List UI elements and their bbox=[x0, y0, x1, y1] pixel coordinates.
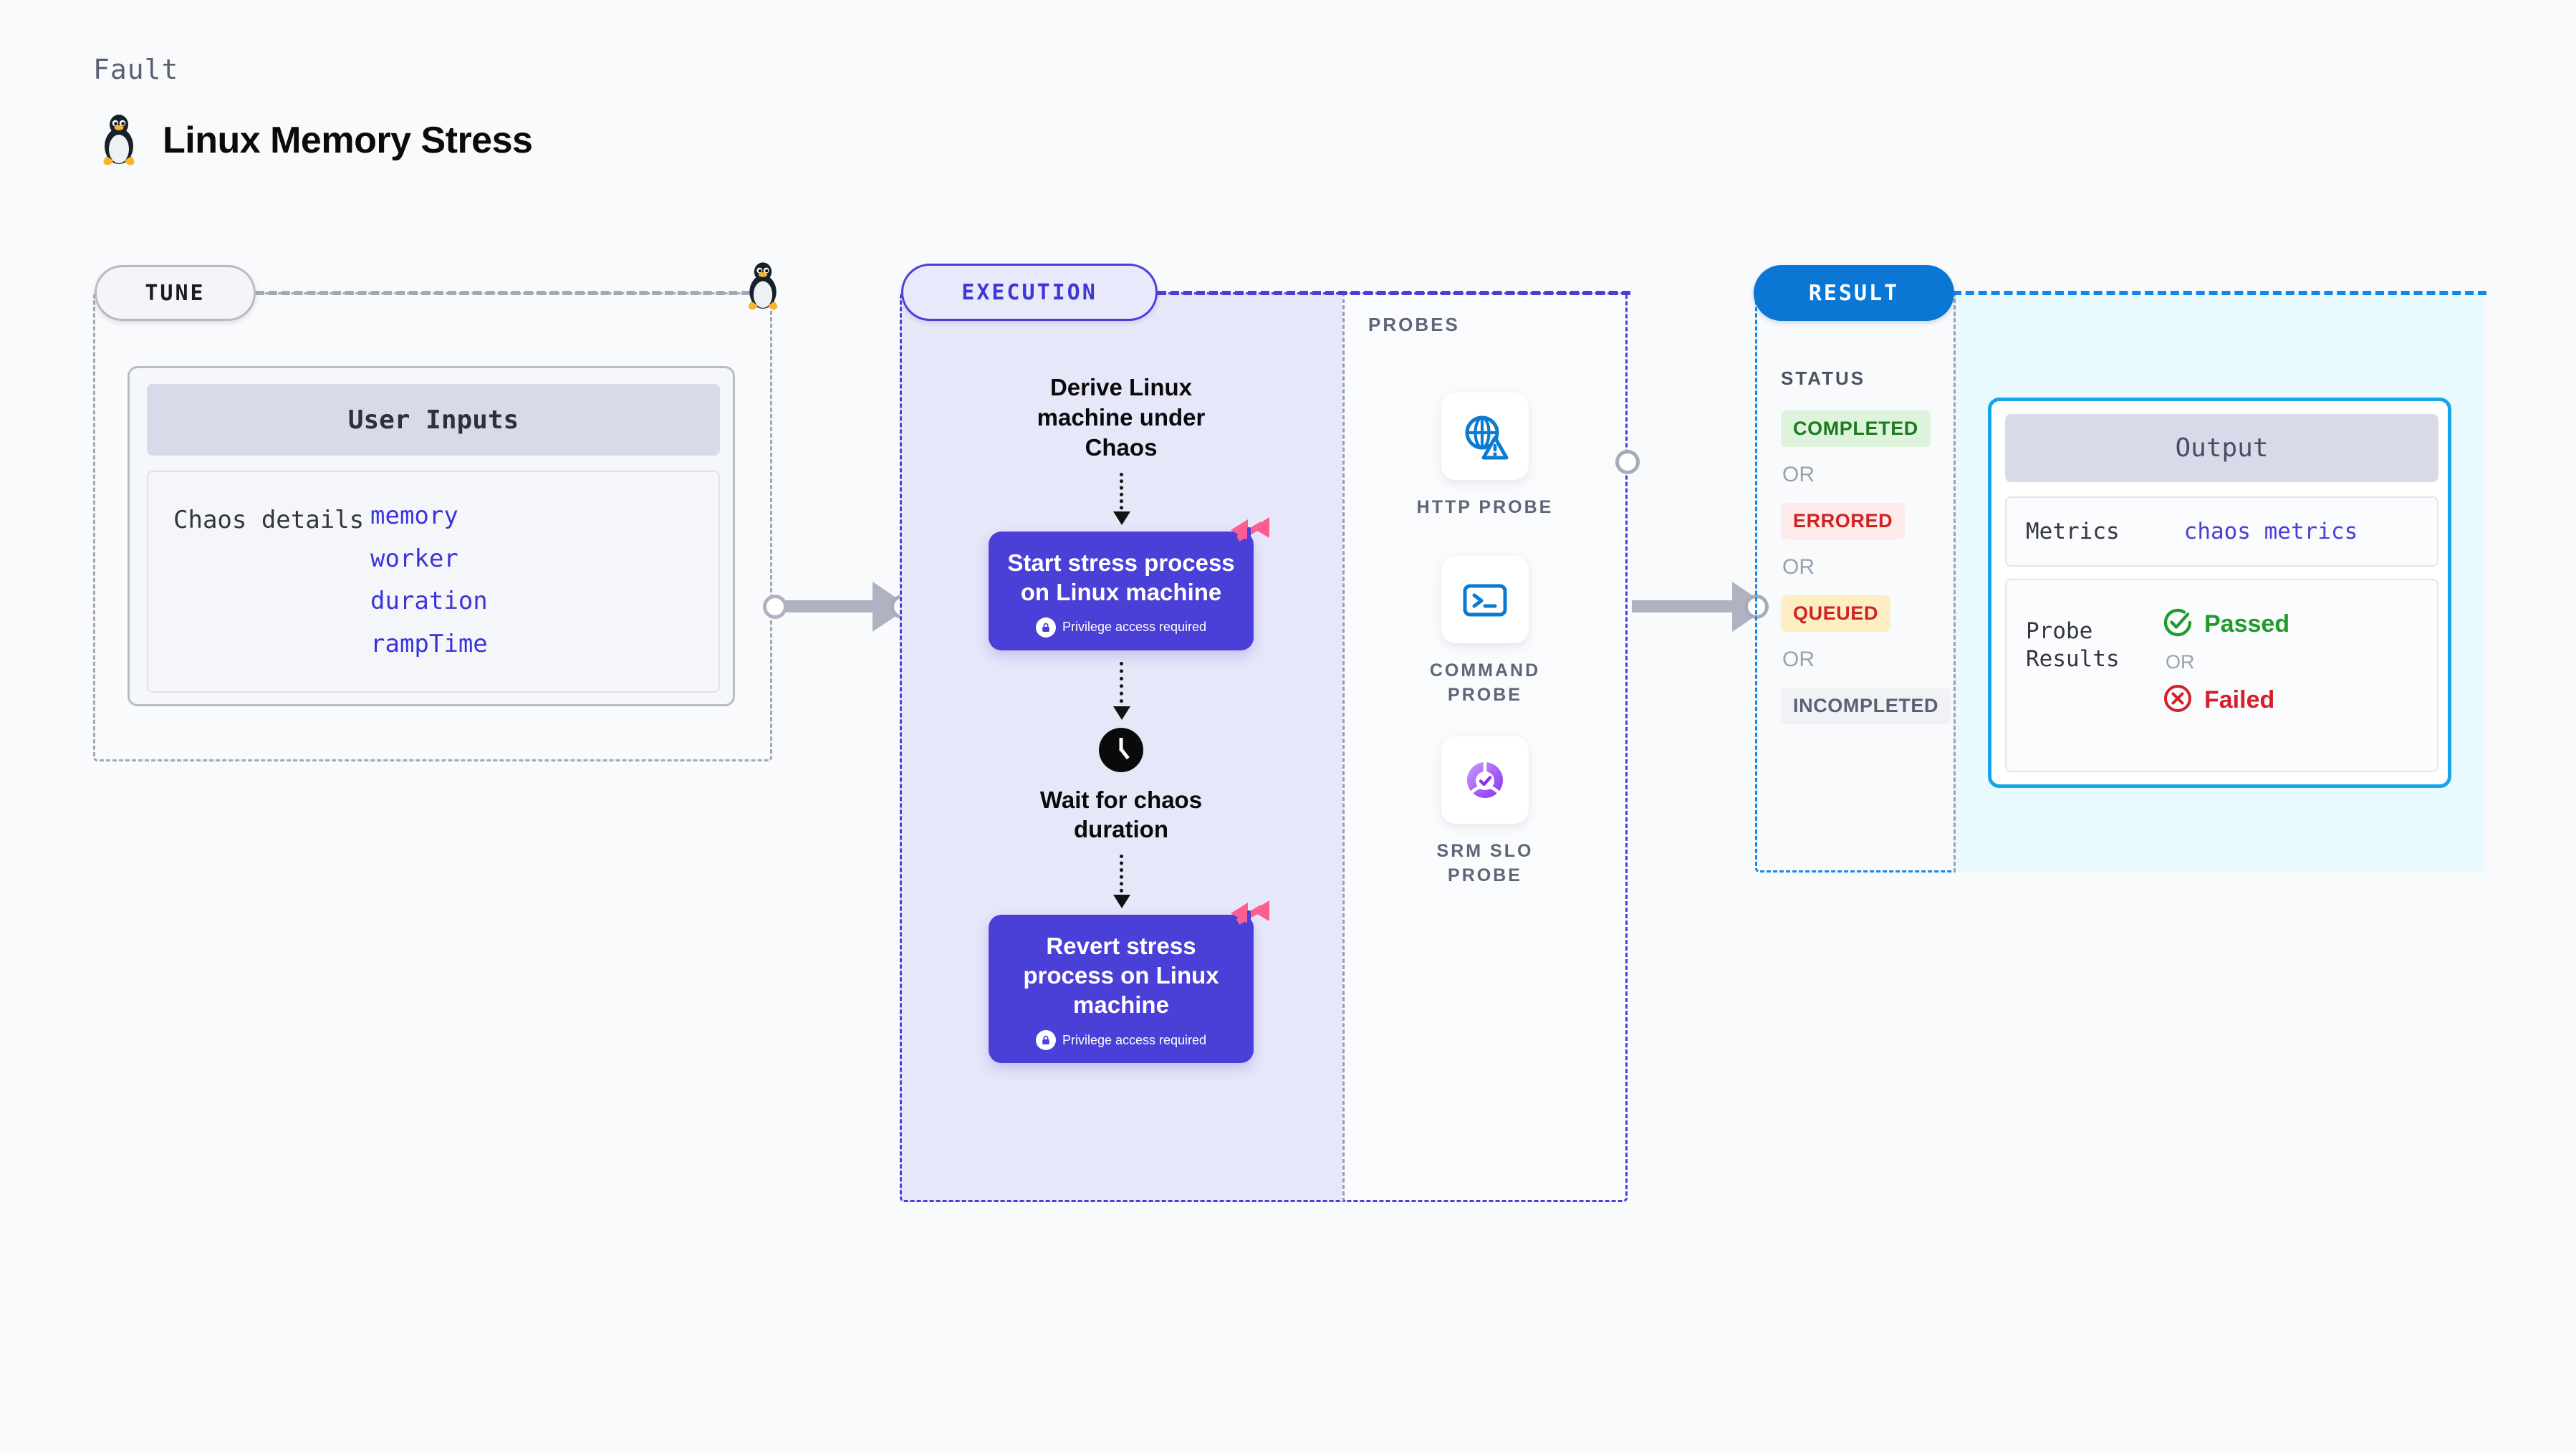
output-probe-results-key: Probe Results bbox=[2026, 618, 2120, 672]
connector-shaft bbox=[1632, 600, 1739, 612]
probe-srm-slo-label: SRM SLO PROBE bbox=[1436, 841, 1534, 885]
linux-tux-icon bbox=[97, 115, 141, 166]
lock-icon bbox=[1035, 617, 1056, 638]
page-eyebrow: Fault bbox=[93, 54, 179, 85]
flow-step-wait-label: Wait for chaos duration bbox=[1039, 786, 1203, 843]
flow-step-revert-stress[interactable]: Revert stress process on Linux machine P… bbox=[989, 900, 1269, 1064]
probe-result-failed: Failed bbox=[2163, 683, 2289, 717]
connector-shaft bbox=[772, 600, 880, 612]
tune-exit-node[interactable] bbox=[763, 595, 787, 619]
tune-linux-tux-icon bbox=[742, 262, 784, 311]
probes-section-label: PROBES bbox=[1368, 314, 1460, 335]
tune-input-memory[interactable]: memory bbox=[370, 501, 458, 530]
chaos-details-panel: Chaos details memory worker duration ram… bbox=[147, 471, 720, 693]
status-or-1: OR bbox=[1782, 463, 1815, 486]
status-badge-incompleted: INCOMPLETED bbox=[1781, 688, 1951, 724]
result-section-pill[interactable]: RESULT bbox=[1754, 265, 1954, 321]
clock-icon bbox=[1099, 727, 1143, 772]
slo-donut-check-icon bbox=[1441, 736, 1529, 824]
status-label: STATUS bbox=[1781, 367, 1866, 389]
status-badge-errored: ERRORED bbox=[1781, 503, 1905, 539]
flow-step-derive-label: Derive Linux machine under Chaos bbox=[1037, 374, 1206, 461]
lock-icon bbox=[1035, 1030, 1056, 1051]
execution-flow: Derive Linux machine under Chaos Start s… bbox=[900, 372, 1342, 1064]
output-card-title: Output bbox=[2005, 414, 2438, 482]
globe-alert-icon bbox=[1441, 393, 1529, 480]
terminal-icon bbox=[1441, 556, 1529, 643]
flow-step-start-stress[interactable]: Start stress process on Linux machine Pr… bbox=[989, 516, 1269, 650]
probe-result-failed-label: Failed bbox=[2204, 686, 2275, 713]
flow-step-start-stress-note: Privilege access required bbox=[1004, 617, 1238, 638]
harness-mark-icon bbox=[1226, 895, 1274, 939]
page-title: Linux Memory Stress bbox=[163, 120, 533, 161]
x-circle-icon bbox=[2163, 683, 2193, 717]
execution-top-dashed-line bbox=[1158, 291, 1630, 295]
tune-input-ramptime[interactable]: rampTime bbox=[370, 630, 488, 659]
flow-step-revert-stress-note: Privilege access required bbox=[1004, 1030, 1238, 1051]
probe-command-label: COMMAND PROBE bbox=[1429, 660, 1541, 705]
tune-input-duration[interactable]: duration bbox=[370, 587, 488, 616]
page-title-row: Linux Memory Stress bbox=[97, 115, 533, 166]
user-inputs-card-title: User Inputs bbox=[147, 384, 720, 456]
output-metrics-value[interactable]: chaos metrics bbox=[2183, 519, 2358, 544]
flow-step-revert-stress-note-text: Privilege access required bbox=[1062, 1032, 1207, 1047]
status-or-2: OR bbox=[1782, 555, 1815, 579]
execution-section-pill[interactable]: EXECUTION bbox=[901, 264, 1158, 321]
chaos-details-label: Chaos details bbox=[173, 506, 365, 534]
flow-connector-2 bbox=[1112, 661, 1130, 720]
status-list: COMPLETED OR ERRORED OR QUEUED OR INCOMP… bbox=[1781, 410, 1951, 724]
output-metrics-key: Metrics bbox=[2026, 518, 2120, 544]
probe-http-label: HTTP PROBE bbox=[1416, 497, 1554, 517]
chaos-details-values: memory worker duration rampTime bbox=[370, 501, 488, 659]
probe-http[interactable]: HTTP PROBE bbox=[1402, 393, 1568, 520]
output-metrics-row: Metrics chaos metrics bbox=[2005, 496, 2438, 567]
probe-result-passed-label: Passed bbox=[2204, 610, 2290, 638]
flow-connector-1 bbox=[1112, 472, 1130, 525]
status-or-3: OR bbox=[1782, 648, 1815, 671]
output-card: Output Metrics chaos metrics Probe Resul… bbox=[1988, 398, 2451, 788]
probe-result-or: OR bbox=[2166, 651, 2195, 673]
flow-step-start-stress-label: Start stress process on Linux machine bbox=[1007, 549, 1235, 605]
probe-srm-slo[interactable]: SRM SLO PROBE bbox=[1402, 736, 1568, 888]
flow-step-start-stress-note-text: Privilege access required bbox=[1062, 620, 1207, 635]
probe-result-passed: Passed bbox=[2163, 607, 2289, 641]
output-probe-results-row: Probe Results Passed OR bbox=[2005, 579, 2438, 772]
probes-exit-node[interactable] bbox=[1615, 450, 1640, 474]
flow-connector-3 bbox=[1112, 855, 1130, 909]
probe-command[interactable]: COMMAND PROBE bbox=[1402, 556, 1568, 708]
tune-section-pill[interactable]: TUNE bbox=[95, 265, 256, 321]
harness-mark-icon bbox=[1226, 511, 1274, 556]
status-badge-queued: QUEUED bbox=[1781, 595, 1891, 632]
output-probe-results-values: Passed OR Failed bbox=[2163, 607, 2289, 717]
flow-step-revert-stress-label: Revert stress process on Linux machine bbox=[1023, 933, 1219, 1019]
result-top-dashed-line bbox=[1953, 291, 2486, 295]
tune-input-worker[interactable]: worker bbox=[370, 544, 458, 573]
tune-top-dashed-line bbox=[256, 291, 750, 295]
status-badge-completed: COMPLETED bbox=[1781, 410, 1931, 447]
user-inputs-card: User Inputs Chaos details memory worker … bbox=[128, 366, 735, 706]
check-circle-icon bbox=[2163, 607, 2193, 641]
